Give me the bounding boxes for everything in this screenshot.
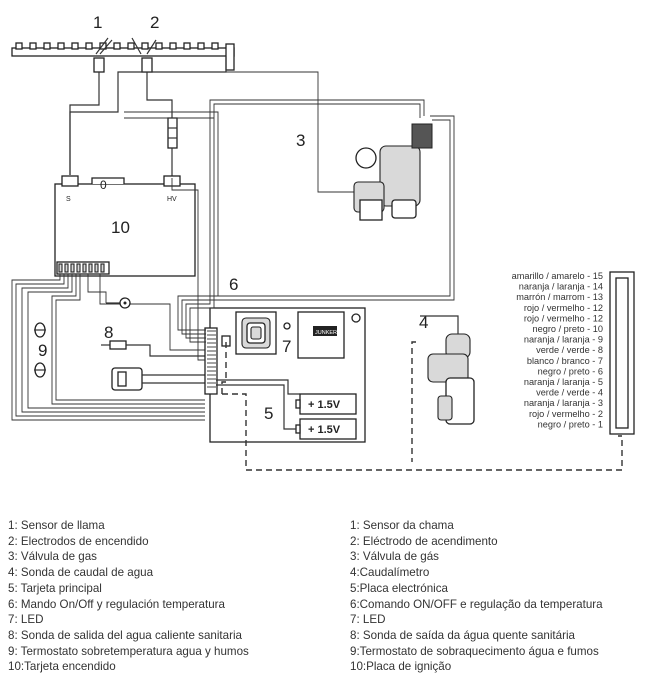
legend-item: 2: Eléctrodo de acendimento: [350, 534, 498, 548]
wire-color-label: naranja / laranja - 9: [524, 335, 603, 345]
wire-color-label: rojo / vermelho - 12: [524, 313, 603, 323]
legend-item: 3: Válvula de gás: [350, 550, 439, 564]
board-terminal-s: S: [66, 196, 71, 203]
board-terminal-hv: HV: [167, 196, 177, 203]
legend-item: 5:Placa electrónica: [350, 581, 448, 595]
board-pin: [64, 263, 69, 273]
terminal-strip: [609, 271, 635, 435]
legend-item: 1: Sensor de llama: [8, 519, 105, 532]
burner-nozzle: [169, 42, 177, 50]
legend-spanish: 1: Sensor de llama 2: Electrodos de encen…: [8, 518, 249, 675]
legend-item: 9: Termostato sobretemperatura agua y hu…: [8, 644, 249, 658]
callout-9: 9: [38, 341, 47, 360]
temperature-knob: [235, 311, 277, 355]
harness-plug: [111, 367, 205, 391]
wire-color-label: blanco / branco - 7: [527, 356, 603, 366]
board-pin: [70, 263, 75, 273]
board-pin: [88, 263, 93, 273]
burner-nozzle: [71, 42, 79, 50]
wire-color-label: naranja / laranja - 5: [524, 377, 603, 387]
wire-color-label: rojo / vermelho - 12: [524, 303, 603, 313]
wire-color-label: verde / verde - 4: [536, 388, 603, 398]
legend-item: 9:Termostato de sobraquecimento água e f…: [350, 644, 599, 658]
harness-right: [122, 71, 455, 361]
wire-color-label: rojo / vermelho - 2: [529, 409, 603, 419]
dashed-connection: [222, 393, 623, 471]
legend-portuguese: 1: Sensor da chama 2: Eléctrodo de acendi…: [350, 518, 603, 675]
battery-label-2: + 1.5V: [308, 424, 341, 436]
legend-item: 1: Sensor da chama: [350, 519, 454, 532]
burner-nozzle: [141, 42, 149, 50]
ignition-board: S HV 0: [54, 175, 196, 277]
burner-nozzle: [183, 42, 191, 50]
burner-nozzle: [211, 42, 219, 50]
legend-item: 10:Tarjeta encendido: [8, 660, 116, 674]
burner-nozzle: [57, 42, 65, 50]
legend-item: 4:Caudalímetro: [350, 566, 430, 580]
legend-item: 10:Placa de ignição: [350, 660, 452, 674]
junkers-logo-plate: JUNKERS: [297, 311, 361, 359]
board-zero-mark: 0: [100, 178, 107, 192]
wire-color-label: naranja / laranja - 3: [524, 398, 603, 408]
callout-3: 3: [296, 131, 305, 150]
legend-item: 6: Mando On/Off y regulación temperatura: [8, 597, 225, 611]
legend-item: 3: Válvula de gas: [8, 550, 97, 564]
burner-bar: [11, 42, 235, 175]
wire-color-label: negro / preto - 1: [538, 419, 603, 429]
legend-item: 5: Tarjeta principal: [8, 581, 102, 595]
burner-nozzle: [197, 42, 205, 50]
callout-5: 5: [264, 404, 273, 423]
battery-pack: + 1.5V + 1.5V: [216, 379, 357, 440]
callout-6: 6: [229, 275, 238, 294]
wire-color-label: marrón / marrom - 13: [516, 292, 603, 302]
flame-sensor: [69, 37, 113, 175]
wire-color-label: verde / verde - 8: [536, 345, 603, 355]
burner-nozzle: [29, 42, 37, 50]
status-led: [283, 322, 291, 330]
board-logo: JUNKERS: [315, 330, 341, 336]
wiring-diagram: 1 2 S HV 0 10: [11, 13, 635, 471]
legend-item: 7: LED: [8, 613, 44, 627]
outlet-sensor: [101, 340, 205, 357]
wire-color-label: amarillo / amarelo - 15: [512, 271, 603, 281]
burner-nozzle: [99, 42, 107, 50]
battery-label-1: + 1.5V: [308, 399, 341, 411]
legend-item: 6:Comando ON/OFF e regulação da temperat…: [350, 597, 603, 611]
board-pin: [94, 263, 99, 273]
burner-nozzle: [15, 42, 23, 50]
callout-4: 4: [419, 313, 428, 332]
callout-1: 1: [93, 13, 102, 32]
board-pin: [58, 263, 63, 273]
burner-nozzle: [85, 42, 93, 50]
legend-item: 4: Sonda de caudal de agua: [8, 566, 154, 580]
burner-nozzle: [155, 42, 163, 50]
board-pin: [82, 263, 87, 273]
gas-valve: [353, 123, 433, 221]
harness-left: [11, 274, 205, 421]
board-pin: [100, 263, 105, 273]
dashed-connection-flow: [411, 341, 416, 462]
callout-10: 10: [111, 218, 130, 237]
callout-8: 8: [104, 323, 113, 342]
overheat-thermostat: [34, 322, 46, 378]
burner-nozzle: [43, 42, 51, 50]
burner-nozzle: [127, 42, 135, 50]
wire-color-label: negro / preto - 10: [533, 324, 603, 334]
legend-item: 8: Sonda de salida del agua caliente san…: [8, 628, 242, 642]
board-pin: [76, 263, 81, 273]
legend-item: 7: LED: [350, 613, 386, 627]
legend-item: 2: Electrodos de encendido: [8, 534, 149, 548]
callout-7: 7: [282, 337, 291, 356]
legend-item: 8: Sonda de saída da água quente sanitár…: [350, 628, 575, 642]
ground-eyelet: [106, 297, 131, 309]
water-flow-sensor: [420, 315, 475, 425]
callout-2: 2: [150, 13, 159, 32]
wire-color-label: naranja / laranja - 14: [519, 282, 603, 292]
wire-color-label: negro / preto - 6: [538, 366, 603, 376]
hv-lead: [167, 117, 178, 178]
burner-nozzle: [113, 42, 121, 50]
